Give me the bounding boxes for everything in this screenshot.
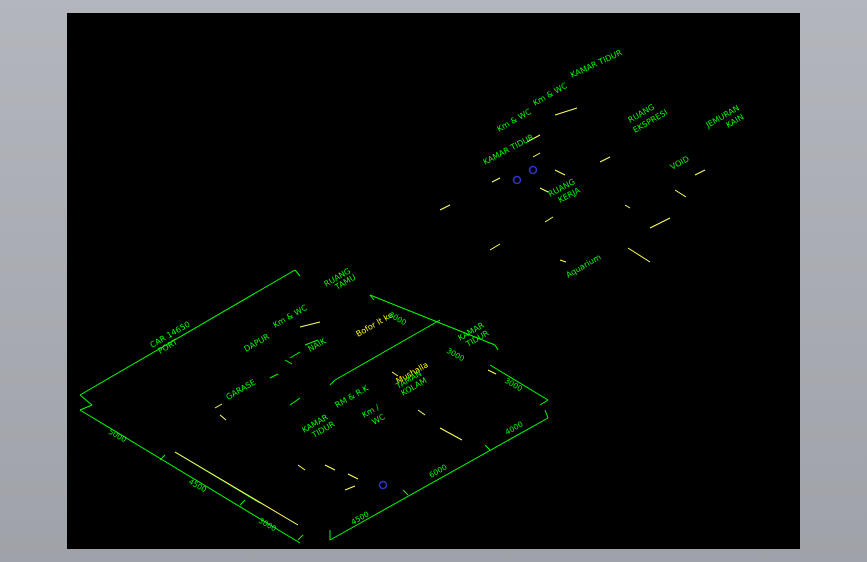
dim-top: 3000 bbox=[387, 310, 408, 327]
label-aquarium: Aquarium bbox=[565, 252, 603, 279]
label-kamar-tidur-top: KAMAR TIDUR bbox=[569, 48, 624, 80]
lower-plan-dimension-lines bbox=[79, 269, 549, 544]
dim-left: 5000 bbox=[107, 427, 128, 444]
label-rm-rk: RM & R.K bbox=[334, 383, 371, 410]
label-km-wc-2: Km & WC bbox=[532, 81, 570, 108]
label-void: VOID bbox=[669, 154, 691, 171]
dim-mid-left: 4500 bbox=[187, 477, 208, 494]
lower-plan-marker-icon bbox=[378, 480, 388, 490]
cad-viewport[interactable] bbox=[67, 13, 800, 549]
dim-bottom-3: 4000 bbox=[504, 419, 525, 436]
lower-plan-walls bbox=[174, 321, 497, 526]
upper-plan-marker-icon-1 bbox=[512, 175, 522, 185]
dim-bottom-2: 6000 bbox=[428, 462, 449, 479]
dim-bottom-left: 3000 bbox=[257, 516, 278, 533]
upper-plan-walls bbox=[439, 107, 706, 263]
dim-right-1: 3000 bbox=[503, 376, 524, 393]
dim-bottom-1: 4500 bbox=[350, 509, 371, 526]
label-dapur: DAPUR bbox=[243, 332, 272, 354]
label-garase: GARASE bbox=[225, 378, 258, 402]
dim-right-2: 3000 bbox=[445, 346, 466, 363]
label-naik: NAIK bbox=[307, 336, 329, 354]
label-km-wc-1: Km & WC bbox=[496, 107, 534, 134]
upper-plan-marker-icon-2 bbox=[528, 165, 538, 175]
label-kamar-tidur-left: KAMAR TIDUR bbox=[482, 132, 536, 166]
